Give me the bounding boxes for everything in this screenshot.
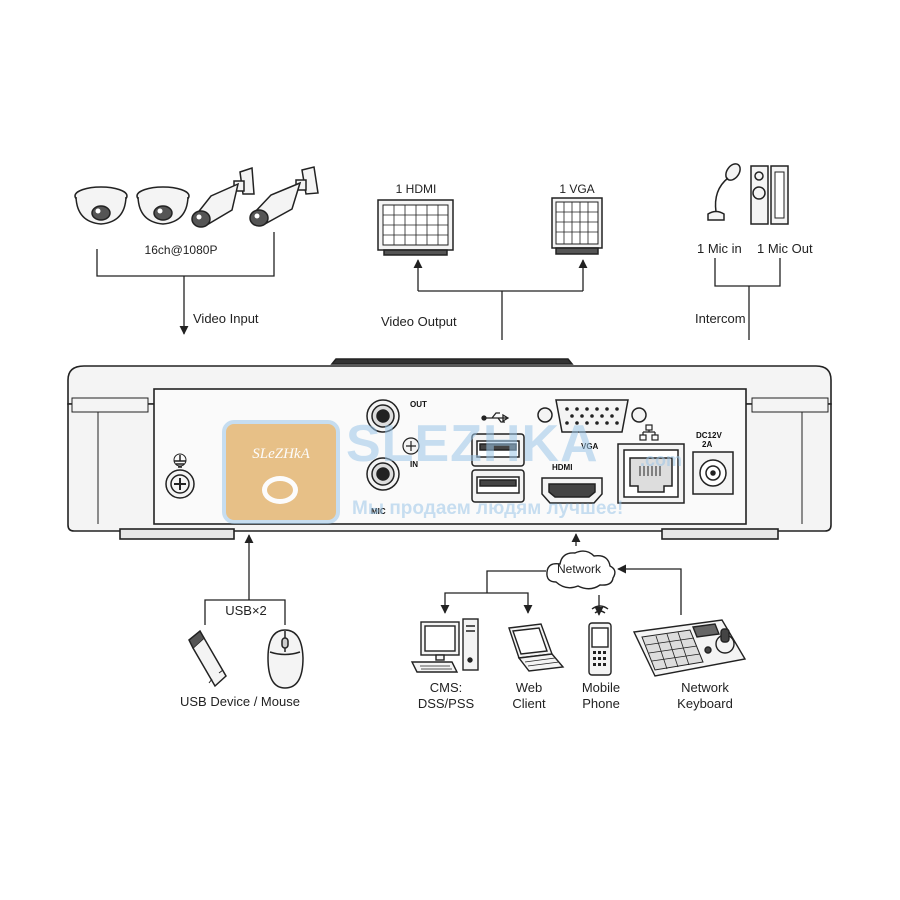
network-cloud-label: Network: [556, 562, 601, 576]
dome-camera-icon: [74, 186, 128, 225]
mic-out-caption: 1 Mic Out: [757, 241, 813, 256]
mic-in-caption: 1 Mic in: [697, 241, 742, 256]
client-keyboard-line1: Network: [681, 680, 729, 695]
usb-group-label: USB×2: [225, 603, 267, 618]
vga-monitor-icon: [551, 197, 603, 255]
hdmi-port: [541, 477, 603, 504]
power-label-line1: DC12V: [696, 431, 722, 440]
dome-camera-icon: [136, 186, 190, 225]
usb-symbol-icon: [481, 412, 510, 423]
speaker-icon: [750, 165, 789, 225]
video-output-connector: [413, 259, 588, 340]
usb-devices-caption: USB Device / Mouse: [180, 694, 300, 709]
usb-port: [471, 433, 525, 467]
mobile-phone-icon: [588, 605, 612, 676]
client-web-line2: Client: [512, 696, 546, 711]
network-symbol-icon: [639, 424, 659, 441]
hdmi-caption: 1 HDMI: [395, 182, 437, 196]
camera-caption: 16ch@1080P: [144, 243, 218, 257]
lan-port: [617, 443, 685, 504]
vga-port: [537, 399, 647, 433]
microphone-icon: [707, 163, 741, 221]
ground-screw-icon: [165, 453, 195, 499]
audio-out-label: OUT: [410, 400, 427, 409]
hdmi-port-label: HDMI: [552, 463, 572, 472]
audio-in-label: IN: [410, 460, 418, 469]
desktop-computer-icon: [410, 618, 479, 673]
client-keyboard-line2: Keyboard: [677, 696, 733, 711]
audio-out-jack: [366, 399, 400, 433]
network-cloud-icon: [546, 550, 616, 590]
bullet-camera-icon: [249, 166, 319, 227]
power-jack: [692, 451, 734, 495]
vga-port-label: VGA: [581, 442, 599, 451]
usb-connector: [204, 534, 286, 625]
client-mobile-line1: Mobile: [581, 680, 621, 695]
mouse-icon: [267, 629, 304, 689]
client-cms-line1: CMS:: [429, 680, 463, 695]
video-output-label: Video Output: [381, 314, 457, 329]
bullet-camera-icon: [191, 166, 255, 228]
audio-in-jack: [366, 457, 400, 491]
network-keyboard-icon: [632, 619, 747, 677]
laptop-icon: [508, 623, 565, 672]
client-mobile-line2: Phone: [582, 696, 620, 711]
usb-port: [471, 469, 525, 503]
hdmi-monitor-icon: [377, 199, 454, 256]
mic-screw-icon: [402, 437, 420, 455]
video-input-connector: [96, 232, 275, 335]
intercom-label: Intercom: [695, 311, 746, 326]
intercom-connector: [714, 258, 781, 340]
nvr-chassis: [67, 358, 832, 540]
mic-label: MIC: [371, 507, 386, 516]
client-cms-line2: DSS/PSS: [417, 696, 475, 711]
usb-flash-drive-icon: [188, 629, 227, 688]
power-label-line2: 2A: [702, 440, 712, 449]
vga-caption: 1 VGA: [559, 182, 595, 196]
client-web-line1: Web: [515, 680, 543, 695]
video-input-label: Video Input: [193, 311, 259, 326]
